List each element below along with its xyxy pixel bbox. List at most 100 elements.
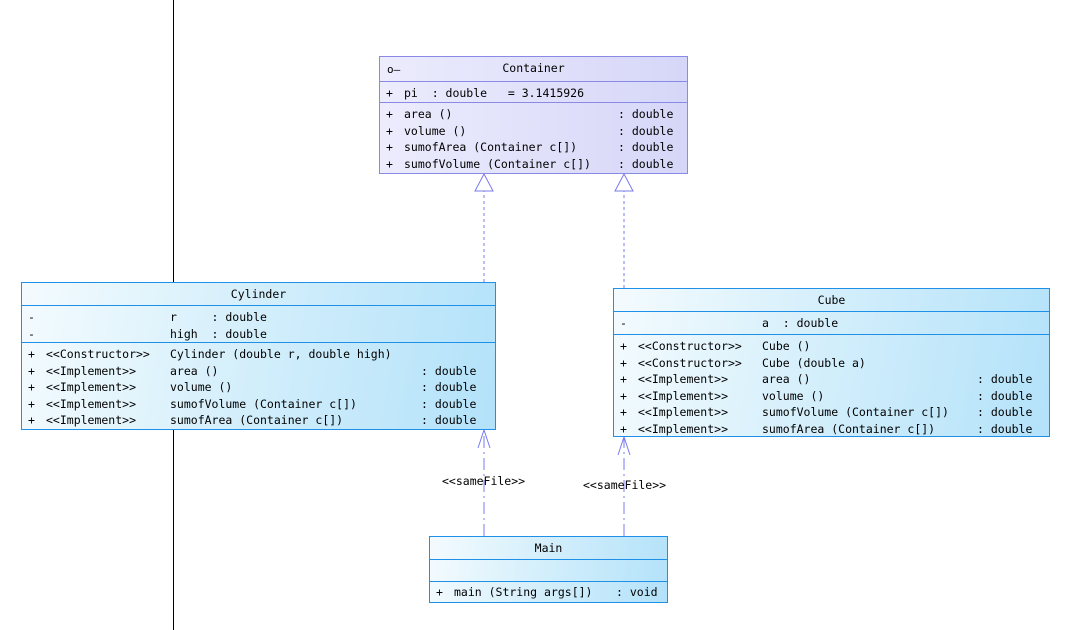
member-type: : void [616,585,658,599]
operation-row: +<<Implement>>sumofArea (Container c[]):… [614,421,1049,437]
class-header: Cube [614,289,1049,311]
attribute-row: -a : double [614,315,1049,331]
member-vis: + [620,339,627,353]
member-name: sumofVolume (Container c[]) [762,405,949,419]
member-name: volume () [170,380,233,394]
attributes-section: +pi : double = 3.1415926 [380,81,687,102]
member-name: sumofArea (Container c[]) [404,140,578,154]
member-vis: - [28,310,35,324]
member-name: a : double [762,316,839,330]
member-name: sumofVolume (Container c[]) [404,156,591,171]
member-vis: + [28,380,35,394]
member-vis: + [436,585,443,599]
member-name: volume () [762,388,825,403]
operation-row: + sumofVolume (Container c[]) : double [380,156,687,172]
member-name: area () [404,107,453,121]
attributes-section: -a : double [614,311,1049,334]
operation-row: +<<Constructor>>Cube () [614,338,1049,354]
member-vis: + [386,123,393,138]
operations-section: +<<Constructor>>Cube ()+<<Constructor>>C… [614,334,1049,436]
class-cube[interactable]: Cube -a : double +<<Constructor>>Cube ()… [613,288,1050,437]
attribute-row: +pi : double = 3.1415926 [380,85,687,101]
member-type: : double [421,380,477,394]
operation-row: + main (String args[]) : void [430,584,667,600]
operations-section: + <<Constructor>> Cylinder (double r, doub… [22,342,495,429]
member-name: volume () [404,123,467,138]
operation-row: + <<Implement>> sumofVolume (Container c[]… [614,404,1049,420]
member-vis: + [620,388,627,403]
member-vis: + [620,405,627,419]
attribute-row: - high : double [22,326,495,342]
member-type: : double [421,413,477,427]
member-vis: + [28,347,35,361]
member-stereo: <<Constructor>> [638,355,742,370]
member-type: : double [618,140,674,154]
open-arrow-icon [477,428,491,449]
member-name: sumofVolume (Container c[]) [170,396,357,411]
member-type: : double [618,156,674,171]
member-name: sumofArea (Container c[]) [762,421,936,436]
member-stereo: <<Implement>> [46,396,137,411]
operation-row: +<<Implement>>sumofArea (Container c[]):… [22,412,495,428]
relation-label: <<sameFile>> [583,478,667,492]
member-vis: + [620,355,627,370]
operation-row: + <<Implement>> volume () : double [614,388,1049,404]
member-vis: + [386,86,393,100]
hollow-triangle-arrow-icon [474,172,494,192]
member-stereo: <<Implement>> [46,363,137,378]
member-name: r : double [170,310,267,324]
member-stereo: <<Implement>> [46,380,137,394]
class-main[interactable]: Main + main (String args[]) : void [429,536,668,603]
member-vis: + [386,140,393,154]
member-vis: + [386,156,393,171]
operation-row: + <<Implement>> sumofVolume (Container c[]… [22,396,495,412]
member-type: : double [977,405,1033,419]
attributes-section: - r : double - high : double [22,305,495,342]
member-name: main (String args[]) [454,585,593,599]
attribute-row: - r : double [22,309,495,325]
member-vis: + [28,396,35,411]
class-container[interactable]: o– Container +pi : double = 3.1415926 + a… [379,56,688,174]
class-header: Cylinder [22,283,495,305]
member-type: : double [977,421,1033,436]
member-name: Cube () [762,339,811,353]
member-stereo: <<Implement>> [638,388,729,403]
member-type: : double [977,372,1033,386]
operations-section: + area () : double + volume () : double + sumof… [380,102,687,173]
class-cylinder[interactable]: Cylinder - r : double - high : double + <<Co… [21,282,496,430]
attributes-section [430,559,667,581]
member-name: area () [170,363,219,378]
class-header: o– Container [380,57,687,81]
member-vis: + [620,372,627,386]
class-name: Cylinder [230,287,287,301]
interface-circle-icon: o– [387,63,401,76]
class-name: Container [502,61,565,75]
operations-section: + main (String args[]) : void [430,581,667,602]
member-name: Cube (double a) [762,355,866,370]
operation-row: + <<Constructor>> Cube (double a) [614,355,1049,371]
operation-row: + <<Implement>> volume () : double [22,379,495,395]
hollow-triangle-arrow-icon [614,172,634,192]
member-vis: + [28,363,35,378]
member-type: : double [977,388,1033,403]
member-vis: - [28,326,35,341]
operation-row: + <<Constructor>> Cylinder (double r, doub… [22,346,495,362]
member-stereo: <<Implement>> [46,413,137,427]
member-name: Cylinder (double r, double high) [170,347,392,361]
operation-row: + sumofArea (Container c[]) : double [380,139,687,155]
member-type: : double [421,396,477,411]
member-stereo: <<Constructor>> [46,347,150,361]
member-name: high : double [170,326,267,341]
member-type: : double [421,363,477,378]
member-vis: + [386,107,393,121]
operation-row: + volume () : double [380,123,687,139]
member-stereo: <<Implement>> [638,405,729,419]
member-vis: + [620,421,627,436]
member-name: sumofArea (Container c[]) [170,413,344,427]
member-stereo: <<Implement>> [638,372,729,386]
member-type: : double [618,123,674,138]
relation-label: <<sameFile>> [442,474,526,488]
class-name: Cube [817,293,846,307]
class-header: Main [430,537,667,559]
